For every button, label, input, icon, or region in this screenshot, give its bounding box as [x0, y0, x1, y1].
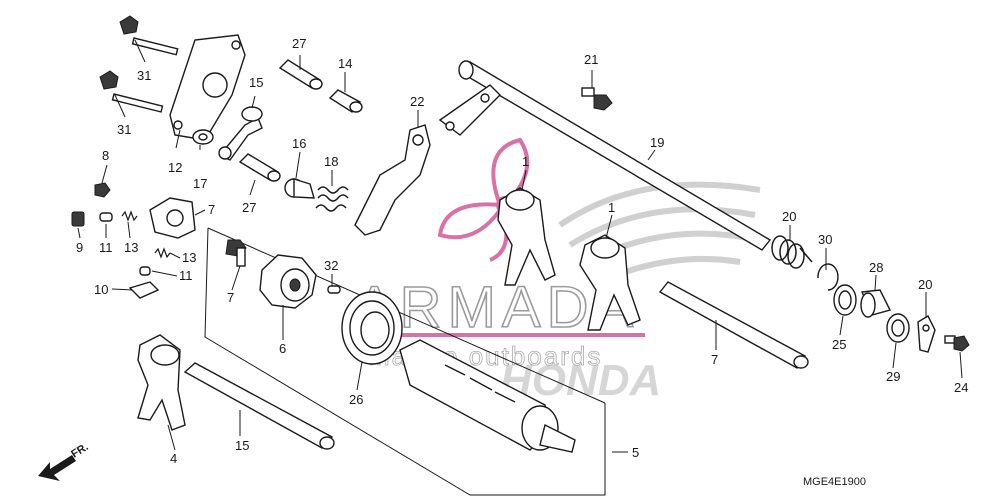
spring-18 [315, 186, 349, 212]
callout-6: 7 [208, 202, 215, 217]
shift-fork-2 [137, 334, 186, 431]
callout-1-right: 1 [608, 200, 615, 215]
callout-31-upper: 31 [137, 68, 151, 83]
callout-13-lower: 13 [182, 250, 196, 265]
bearing-26 [341, 291, 403, 365]
callout-18: 18 [324, 154, 338, 169]
callout-19: 19 [650, 135, 664, 150]
shift-arm-23 [354, 124, 431, 236]
pawl-10 [128, 281, 160, 299]
callout-20: 20 [918, 277, 932, 292]
fork-shaft-7-upper [658, 281, 809, 369]
callout-5: 7 [227, 290, 234, 305]
callout-21: 20 [782, 209, 796, 224]
shift-fork-1-right [579, 234, 641, 331]
callout-15: 15 [249, 75, 263, 90]
callout-27-upper: 27 [292, 36, 306, 51]
callout-31-lower: 31 [117, 122, 131, 137]
callout-3: 5 [632, 445, 639, 460]
collar-27-lower [238, 153, 281, 182]
spring-13-upper [121, 210, 138, 222]
pin-11-upper [99, 212, 113, 222]
bolt-31-upper [119, 15, 179, 56]
callout-2: 4 [170, 451, 177, 466]
assembly-outline [204, 227, 606, 496]
callout-29: 29 [886, 369, 900, 384]
callout-26: 26 [349, 392, 363, 407]
washer-17 [192, 129, 214, 145]
callout-1-left: 1 [522, 154, 529, 169]
callout-28: 28 [869, 260, 883, 275]
diagram-code: MGE4E1900 [803, 476, 866, 488]
callout-32: 32 [324, 258, 338, 273]
drum-center-4 [259, 254, 317, 309]
shift-drum-3 [399, 339, 576, 453]
stopper-plate-12 [169, 34, 246, 141]
plate-20 [917, 315, 936, 353]
shift-spindle-19 [438, 60, 772, 251]
leader-lines [77, 39, 963, 453]
bolt-22 [581, 87, 613, 111]
pin-11-lower [139, 266, 151, 276]
callout-7-lower: 15 [235, 438, 249, 453]
callout-11-upper: 11 [99, 240, 113, 255]
callout-30: 30 [818, 232, 832, 247]
callout-9: 9 [76, 240, 83, 255]
callout-14: 14 [338, 56, 352, 71]
callout-8: 8 [102, 148, 109, 163]
callout-23: 22 [410, 94, 424, 109]
spring-13-lower [154, 247, 171, 259]
shift-fork-1-left [497, 187, 556, 286]
collar-27-upper [278, 59, 323, 90]
shift-ratchet-6 [149, 197, 196, 239]
callout-27-lower: 27 [242, 200, 256, 215]
return-spring-21 [771, 235, 813, 269]
oil-seal-29 [886, 313, 910, 343]
nut-8 [94, 182, 111, 198]
bolt-31-lower [99, 70, 164, 113]
needle-bearing-28 [860, 289, 892, 318]
callout-4: 6 [279, 341, 286, 356]
callout-22: 21 [584, 52, 598, 67]
callout-7-upper: 7 [711, 352, 718, 367]
callout-10: 10 [94, 282, 108, 297]
bolt-24 [944, 335, 970, 352]
collar-14 [328, 89, 363, 113]
callout-labels: 31 31 12 17 15 27 14 27 16 18 22 8 9 11 … [76, 36, 968, 466]
fork-shaft-7-lower [183, 362, 335, 450]
front-direction-arrow: FR. [38, 441, 91, 481]
callout-13-upper: 13 [124, 240, 138, 255]
callout-11-lower: 11 [179, 268, 193, 283]
pin-9 [71, 211, 85, 227]
callout-17: 17 [193, 176, 207, 191]
pin-32 [327, 285, 341, 294]
callout-12: 12 [168, 160, 182, 175]
callout-16: 16 [292, 136, 306, 151]
bushing-16 [284, 178, 315, 199]
callout-24: 24 [954, 380, 968, 395]
stopper-arm-15 [218, 106, 263, 161]
circlip-30 [817, 263, 839, 291]
callout-25: 25 [832, 337, 846, 352]
oil-seal-25 [833, 284, 857, 316]
bolt-5 [225, 239, 247, 267]
